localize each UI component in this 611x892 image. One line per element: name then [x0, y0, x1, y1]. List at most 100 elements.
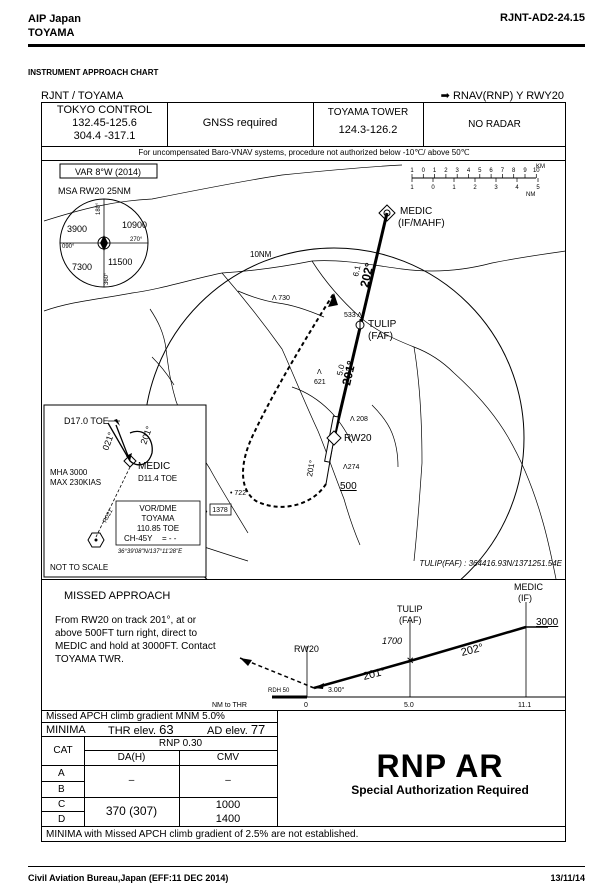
profile-track-202: 202° — [460, 642, 485, 659]
track-201-label: 201° — [339, 359, 358, 387]
msa-se-alt: 11500 — [108, 257, 132, 267]
scale-nm-label: 1 — [410, 185, 414, 191]
scale-nm-label: 0 — [431, 185, 435, 191]
distance-6-1: 6.1 — [351, 264, 362, 277]
msa-bearing-360: 360° — [104, 272, 110, 285]
minima-grid-line — [42, 781, 84, 782]
obstacle-533: 533 Λ — [344, 312, 362, 319]
profile-tulip: TULIP — [397, 604, 423, 614]
comms-bottom-rule — [42, 146, 566, 147]
minima-grid-line — [42, 826, 566, 827]
rnp-header: RNP 0.30 — [158, 738, 203, 749]
obstacle-1378-box — [209, 503, 232, 516]
cmv-header: CMV — [216, 752, 240, 763]
obstacle-722: • 722 — [230, 490, 246, 497]
thr-elev-value: 63 — [159, 722, 174, 737]
minima-note: MINIMA with Missed APCH climb gradient o… — [46, 829, 359, 840]
ad-elevation: AD elev. 77 — [207, 722, 265, 737]
msa-diagram: 10900 3900 7300 11500 180° 090° 270° 360… — [59, 198, 149, 288]
msa-bearing-180: 180° — [96, 202, 102, 215]
profile-tulip-role: (FAF) — [399, 615, 422, 625]
rnp-ar-subtitle: Special Authorization Required — [351, 783, 529, 797]
obstacle-274: Λ274 — [343, 464, 359, 471]
inset-d17-toe: D17.0 TOE — [64, 416, 109, 426]
obstacle-1378: 1378 — [212, 507, 228, 514]
profile-medic-role: (IF) — [518, 593, 532, 603]
baro-note-rule — [42, 160, 566, 161]
da-header: DA(H) — [117, 752, 146, 763]
waypoint-medic[interactable] — [378, 204, 396, 222]
waypoint-tulip[interactable] — [355, 319, 365, 331]
minima-grid-line — [84, 750, 277, 751]
rw20-label: RW20 — [344, 433, 372, 444]
ring-label: 10NM — [250, 250, 272, 259]
scale-km-label: 7 — [501, 168, 505, 174]
tower-freq: 124.3-126.2 — [338, 124, 398, 136]
variation-box — [59, 163, 158, 179]
scale-km-label: 1 — [433, 168, 437, 174]
vor-coordinates: 36°39'08"N/137°11'28"E — [118, 549, 183, 555]
threshold-rw20[interactable] — [326, 430, 342, 446]
tulip-role: (FAF) — [368, 331, 393, 342]
missed-approach-arrow-icon — [328, 293, 338, 307]
obstacle-621-symbol: Λ — [317, 369, 322, 376]
profile-dist-5: 5.0 — [404, 702, 414, 709]
footer-publisher: Civil Aviation Bureau,Japan (EFF:11 DEC … — [28, 873, 229, 883]
minima-grid-line — [179, 750, 180, 826]
msa-bearing-270: 270° — [130, 237, 143, 243]
inset-mha: MHA 3000 — [50, 468, 88, 477]
climb-gradient-note: Missed APCH climb gradient MNM 5.0% — [46, 711, 225, 722]
altitude-500: 500 — [340, 481, 357, 492]
inset-medic: MEDIC — [138, 461, 170, 472]
scale-km-label: 1 — [410, 168, 414, 174]
control-name: TOKYO CONTROL — [56, 104, 153, 116]
profile-rdh: RDH 50 — [268, 688, 290, 694]
profile-minima-rule — [42, 710, 566, 711]
profile-rw20: RW20 — [294, 644, 319, 654]
radar-cell: NO RADAR — [468, 119, 521, 130]
rnp-ar-title: RNP AR — [376, 748, 504, 784]
ad-elev-label: AD elev. — [207, 725, 248, 737]
scale-nm-label: 2 — [473, 185, 477, 191]
plan-view-map: VAR 8°W (2014) MSA RW20 25NM 10900 3900 … — [43, 163, 566, 579]
scale-nm-unit: NM — [526, 192, 535, 198]
cd-da: 370 (307) — [105, 804, 158, 818]
profile-gp-angle: 3.00° — [328, 686, 345, 694]
scale-km-label: 9 — [523, 168, 527, 174]
profile-descent-201 — [313, 659, 411, 690]
minima-right-border — [277, 711, 278, 826]
obstacle-208: Λ 208 — [350, 416, 368, 423]
not-to-scale: NOT TO SCALE — [50, 563, 108, 572]
footer-date: 13/11/14 — [550, 873, 585, 883]
obstacle-730: Λ 730 — [272, 295, 290, 302]
location-name: TOYAMA — [28, 27, 75, 39]
inset-radial — [95, 466, 131, 538]
procedure-name: RNAV(RNP) Y RWY20 — [452, 90, 564, 102]
chart-frame — [41, 102, 566, 842]
tokyo-control-cell: TOKYO CONTROL 132.45-125.6 304.4 -317.1 — [42, 104, 167, 143]
profile-dist-0: 0 — [304, 702, 308, 709]
coastline — [43, 164, 566, 579]
scale-km-label: 4 — [467, 168, 471, 174]
obstacle-621: 621 — [314, 379, 326, 386]
vor-name: TOYAMA — [141, 514, 175, 523]
scale-nm-label: 3 — [494, 185, 498, 191]
vor-morse: = - - — [162, 534, 177, 543]
cat-header: CAT — [53, 745, 73, 756]
track-202-label: 202° — [357, 261, 376, 289]
minima-grid-line — [42, 797, 277, 798]
variation-label: VAR 8°W (2014) — [75, 167, 141, 177]
cat-d: D — [58, 814, 66, 825]
missed-approach-text: From RW20 on track 201°, at or above 500… — [55, 615, 216, 665]
thr-elevation: THR elev. 63 — [108, 722, 174, 737]
minima-grid-line — [84, 736, 85, 826]
scale-km-label: 3 — [456, 168, 460, 174]
chart-type: INSTRUMENT APPROACH CHART — [28, 68, 159, 77]
distance-5-0: 5.0 — [335, 363, 346, 376]
scale-nm-label: 4 — [515, 185, 519, 191]
scale-km-unit: KM — [536, 164, 545, 170]
baro-note: For uncompensated Baro-VNAV systems, pro… — [138, 148, 470, 157]
vor-title: VOR/DME — [139, 504, 176, 513]
scale-nm-label: 5 — [536, 185, 540, 191]
